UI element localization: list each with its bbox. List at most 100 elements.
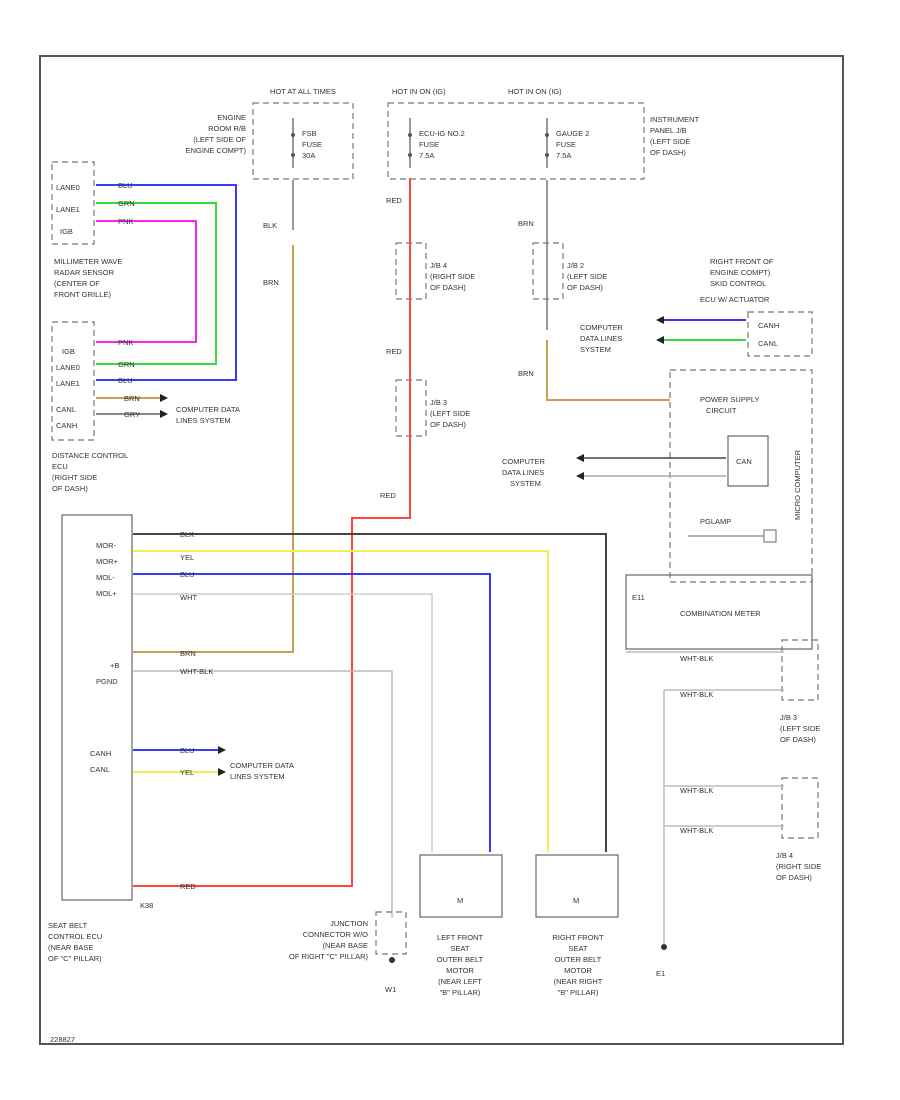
svg-text:OUTER BELT: OUTER BELT (555, 955, 602, 964)
svg-text:FRONT GRILLE): FRONT GRILLE) (54, 290, 111, 299)
radar-wire-labels: BLU GRN PNK PNK GRN BLU (118, 181, 135, 385)
svg-text:FUSE: FUSE (302, 140, 322, 149)
svg-text:CANL: CANL (56, 405, 76, 414)
svg-text:IGB: IGB (60, 227, 73, 236)
svg-text:(CENTER OF: (CENTER OF (54, 279, 100, 288)
svg-text:"B" PILLAR): "B" PILLAR) (440, 988, 481, 997)
svg-text:CANL: CANL (758, 339, 778, 348)
svg-text:BLU: BLU (118, 376, 133, 385)
left-motor-box (419, 854, 503, 918)
svg-text:LINES SYSTEM: LINES SYSTEM (176, 416, 231, 425)
svg-text:ENGINE COMPT): ENGINE COMPT) (186, 146, 247, 155)
svg-text:DATA LINES: DATA LINES (502, 468, 544, 477)
svg-text:BLK: BLK (180, 530, 194, 539)
svg-text:(LEFT SIDE: (LEFT SIDE (780, 724, 820, 733)
svg-text:GRN: GRN (118, 360, 135, 369)
svg-text:PNK: PNK (118, 217, 133, 226)
right-motor-label: RIGHT FRONT SEAT OUTER BELT MOTOR (NEAR … (552, 933, 604, 997)
ground-e1-label: E1 (656, 969, 665, 978)
svg-text:CONTROL ECU: CONTROL ECU (48, 932, 102, 941)
svg-text:BRN: BRN (263, 278, 279, 287)
svg-text:ECU: ECU (52, 462, 68, 471)
instrument-panel-jb-box (387, 102, 645, 180)
skid-pins: CANH CANL (758, 321, 779, 348)
jb3-top-box (395, 379, 427, 437)
svg-text:J/B 4: J/B 4 (776, 851, 793, 860)
svg-text:WHT-BLK: WHT-BLK (180, 667, 213, 676)
svg-text:BRN: BRN (180, 649, 196, 658)
svg-text:OF DASH): OF DASH) (650, 148, 686, 157)
meter-can-block (727, 435, 769, 487)
svg-text:COMPUTER DATA: COMPUTER DATA (176, 405, 240, 414)
motor-wires (133, 533, 607, 918)
svg-text:WHT: WHT (180, 593, 197, 602)
svg-text:CIRCUIT: CIRCUIT (706, 406, 737, 415)
radar-connector-bottom (51, 321, 95, 441)
svg-text:BRN: BRN (518, 219, 534, 228)
engine-room-rb-box (252, 102, 354, 180)
svg-text:"B" PILLAR): "B" PILLAR) (558, 988, 599, 997)
svg-text:+B: +B (110, 661, 119, 670)
svg-text:WHT-BLK: WHT-BLK (680, 786, 713, 795)
svg-text:J/B 3: J/B 3 (430, 398, 447, 407)
svg-text:BLU: BLU (180, 570, 195, 579)
svg-text:LINES SYSTEM: LINES SYSTEM (230, 772, 285, 781)
svg-text:GAUGE 2: GAUGE 2 (556, 129, 589, 138)
jb4-right-label: J/B 4 (RIGHT SIDE OF DASH) (776, 851, 821, 882)
svg-text:ROOM R/B: ROOM R/B (208, 124, 246, 133)
combination-meter-label: COMBINATION METER (680, 609, 761, 618)
seatbelt-can-lines: BLU YEL COMPUTER DATA LINES SYSTEM (133, 746, 294, 781)
svg-text:MOL+: MOL+ (96, 589, 117, 598)
svg-text:CONNECTOR W/O: CONNECTOR W/O (303, 930, 368, 939)
pglamp-signal: PGLAMP (688, 517, 777, 543)
engine-room-rb-label: ENGINE ROOM R/B (LEFT SIDE OF ENGINE COM… (186, 113, 247, 155)
svg-text:LANE1: LANE1 (56, 205, 80, 214)
svg-text:INSTRUMENT: INSTRUMENT (650, 115, 700, 124)
brn-power-wire: BLK BRN (133, 180, 294, 653)
jb2-top-label: J/B 2 (LEFT SIDE OF DASH) (567, 261, 607, 292)
skid-control-label: RIGHT FRONT OF ENGINE COMPT) SKID CONTRO… (700, 257, 774, 304)
meter-can-lines: COMPUTER DATA LINES SYSTEM (502, 454, 726, 488)
right-motor-box (535, 854, 619, 918)
power-supply-label: POWER SUPPLY CIRCUIT (700, 395, 759, 415)
svg-text:OF DASH): OF DASH) (776, 873, 812, 882)
svg-text:SEAT: SEAT (450, 944, 469, 953)
junction-connector-label: JUNCTION CONNECTOR W/O (NEAR BASE OF RIG… (289, 919, 368, 961)
svg-text:RIGHT FRONT: RIGHT FRONT (552, 933, 604, 942)
svg-text:OF RIGHT "C" PILLAR): OF RIGHT "C" PILLAR) (289, 952, 368, 961)
combination-meter-body (625, 574, 813, 650)
svg-text:RIGHT FRONT OF: RIGHT FRONT OF (710, 257, 774, 266)
radar-connector-top (51, 161, 95, 245)
svg-text:J/B 4: J/B 4 (430, 261, 447, 270)
meter-can-label: CAN (736, 457, 752, 466)
svg-text:(LEFT SIDE OF: (LEFT SIDE OF (193, 135, 246, 144)
svg-text:YEL: YEL (180, 768, 194, 777)
svg-text:RED: RED (180, 882, 196, 891)
svg-text:WHT-BLK: WHT-BLK (680, 826, 713, 835)
svg-text:ECU-IG NO.2: ECU-IG NO.2 (419, 129, 465, 138)
svg-text:DISTANCE CONTROL: DISTANCE CONTROL (52, 451, 128, 460)
skid-can-lines: COMPUTER DATA LINES SYSTEM (580, 316, 746, 354)
figure-id: 228827 (50, 1035, 75, 1044)
hot-in-on-label-1: HOT IN ON (IG) (392, 87, 446, 96)
left-motor-label: LEFT FRONT SEAT OUTER BELT MOTOR (NEAR L… (437, 933, 484, 997)
hot-at-all-times-label: HOT AT ALL TIMES (270, 87, 336, 96)
fsb-fuse: FSB FUSE 30A (291, 118, 322, 168)
svg-text:SYSTEM: SYSTEM (580, 345, 611, 354)
gauge-brn-wire: BRN BRN (518, 180, 670, 401)
svg-text:OF "C" PILLAR): OF "C" PILLAR) (48, 954, 102, 963)
radar-pins-top: LANE0 LANE1 IGB (56, 183, 80, 236)
jb3-right-label: J/B 3 (LEFT SIDE OF DASH) (780, 713, 820, 744)
svg-text:BLK: BLK (263, 221, 277, 230)
jb2-top-box (532, 242, 564, 300)
svg-text:LANE0: LANE0 (56, 183, 80, 192)
seatbelt-ecu-label: SEAT BELT CONTROL ECU (NEAR BASE OF "C" … (48, 921, 102, 963)
right-motor-symbol: M (573, 896, 579, 905)
svg-text:COMPUTER: COMPUTER (580, 323, 624, 332)
svg-text:CANH: CANH (56, 421, 77, 430)
gauge2-fuse: GAUGE 2 FUSE 7.5A (545, 118, 589, 168)
svg-text:MOTOR: MOTOR (446, 966, 474, 975)
svg-text:MILLIMETER WAVE: MILLIMETER WAVE (54, 257, 122, 266)
left-motor-symbol: M (457, 896, 463, 905)
